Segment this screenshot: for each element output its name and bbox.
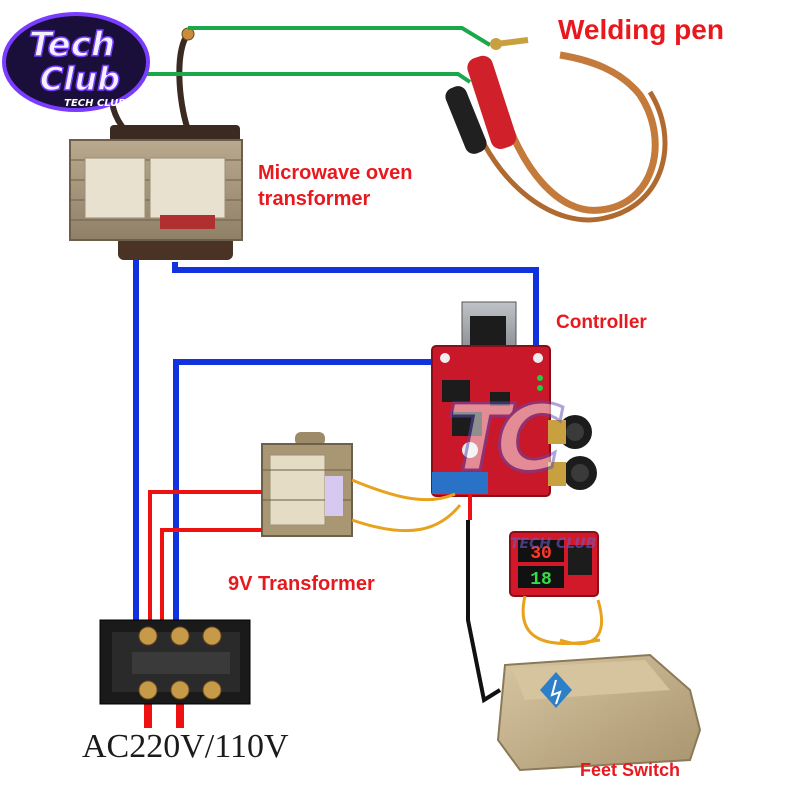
feet-switch-label: Feet Switch [580,760,681,780]
welding-pen-label: Welding pen [558,14,724,45]
microwave-label-line2: transformer [258,188,371,210]
transformer-9v-label: 9V Transformer [228,573,375,595]
black-wire [466,520,502,704]
watermark-logo: T C [445,384,565,494]
logo-line1: Tech [29,25,115,65]
orange-wires [351,478,462,533]
svg-text:C: C [496,385,564,492]
display-bottom-digits: 18 [530,570,552,590]
microwave-label-line1: Microwave oven [258,162,413,184]
display-top-digits: 30 [530,544,552,564]
watermark-tagline: TECH CLUB [510,536,596,552]
red-wires [144,490,472,728]
welding-pen [445,37,668,223]
svg-text:T: T [447,385,516,492]
terminal-block [99,619,251,705]
microwave-oven-transformer [69,27,243,260]
green-wires [125,26,492,84]
display-module: 30 18 [509,531,604,646]
microwave-transformer-label: Microwave oven transformer [258,160,413,212]
logo-line2: Club [40,60,120,98]
controller-board [431,301,597,497]
transformer-9v [261,432,353,537]
tech-club-logo: Tech Club TECH CLUB [2,12,150,112]
ac-input-label: AC220V/110V [82,728,289,765]
blue-wires [133,260,539,640]
foot-switch [496,653,702,772]
logo-tagline: TECH CLUB [64,98,126,109]
controller-label: Controller [556,312,647,333]
